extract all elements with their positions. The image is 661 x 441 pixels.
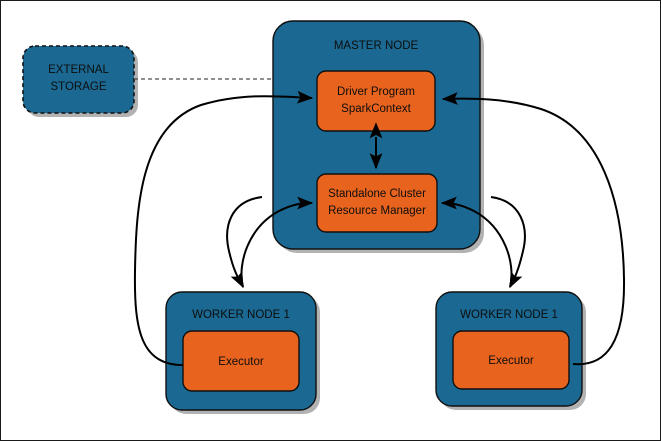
- connector-left-worker-to-cluster-manager: [240, 196, 314, 288]
- master-node-label: MASTER NODE: [334, 40, 419, 52]
- driver-program-label-line2: SparkContext: [341, 103, 411, 115]
- external-storage-label-line1: EXTERNAL: [48, 64, 109, 76]
- driver-program-shape: [316, 70, 436, 132]
- cluster-manager-box[interactable]: Standalone Cluster Resource Manager: [316, 173, 438, 233]
- executor-right-label: Executor: [488, 355, 534, 367]
- connectors: [133, 78, 626, 367]
- connector-right-worker-to-cluster-manager: [440, 196, 513, 288]
- cluster-manager-label-line2: Resource Manager: [328, 205, 426, 217]
- executor-right-box[interactable]: Executor: [452, 330, 570, 390]
- executor-left-shape: [182, 330, 300, 392]
- connector-left-executor-to-driver: [133, 90, 314, 367]
- connector-cluster-manager-to-left-worker: [226, 196, 263, 289]
- external-storage-shape: [22, 45, 135, 114]
- worker-node-left-label: WORKER NODE 1: [192, 309, 290, 321]
- cluster-manager-label-line1: Standalone Cluster: [328, 188, 426, 200]
- executor-right-shape: [452, 330, 570, 390]
- executor-left-label: Executor: [218, 356, 264, 368]
- driver-program-label-line1: Driver Program: [337, 86, 415, 98]
- cluster-manager-shape: [316, 173, 438, 233]
- external-storage-label-line2: STORAGE: [50, 81, 106, 93]
- connector-right-executor-to-driver: [441, 92, 626, 366]
- driver-program-box[interactable]: Driver Program SparkContext: [316, 70, 436, 132]
- external-storage-node[interactable]: EXTERNAL STORAGE: [22, 45, 135, 114]
- worker-node-right-label: WORKER NODE 1: [460, 309, 558, 321]
- connector-cluster-manager-to-right-worker: [490, 196, 526, 289]
- executor-left-box[interactable]: Executor: [182, 330, 300, 392]
